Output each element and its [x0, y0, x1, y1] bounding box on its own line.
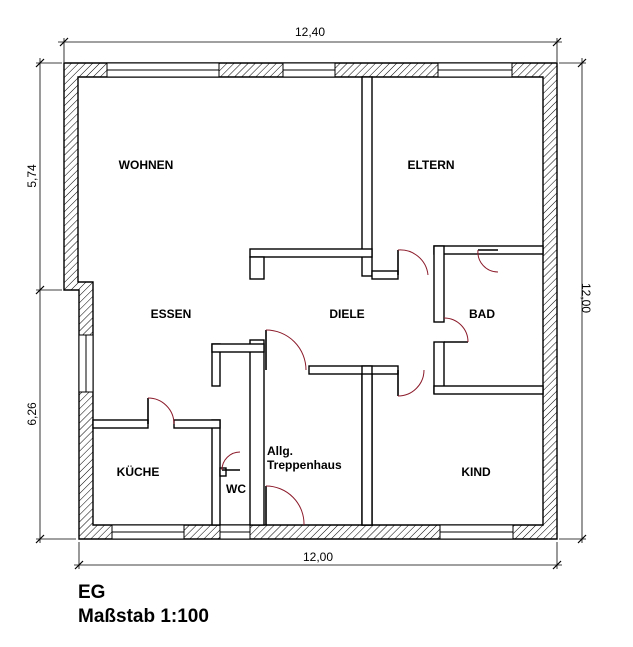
- wall-eltern-south-a: [371, 270, 399, 280]
- exterior-wall-inner-outline: [77, 76, 544, 526]
- door-bad-upper: [477, 249, 499, 273]
- dimension-top: 12,40: [58, 25, 562, 62]
- wall-bad-west-upper: [433, 245, 445, 323]
- window-wc: [219, 524, 251, 540]
- wall-wohnen-eltern: [361, 76, 373, 277]
- dimension-top-label: 12,40: [295, 25, 325, 39]
- room-label-treppenhaus-line2: Treppenhaus: [267, 458, 342, 472]
- door-bad: [443, 317, 469, 343]
- door-eltern: [397, 249, 429, 276]
- wall-kueche-north-a: [92, 419, 149, 429]
- room-label-treppenhaus-line1: Allg.: [267, 444, 293, 458]
- window-kueche: [111, 524, 185, 540]
- wall-kueche-north-b: [173, 419, 221, 429]
- wall-stub-diele: [249, 256, 265, 280]
- wall-wc-west: [211, 419, 221, 526]
- room-label-diele: DIELE: [329, 307, 364, 321]
- window-wohnen-small: [282, 62, 336, 78]
- exterior-wall-outline: [63, 62, 558, 540]
- door-kueche: [147, 397, 175, 425]
- door-wc: [221, 451, 241, 471]
- wall-wc-kitchen-bottom: [219, 467, 227, 477]
- window-eltern: [437, 62, 513, 78]
- dimension-right: 12,00: [559, 58, 593, 544]
- wall-treppenhaus-east: [361, 373, 373, 526]
- wall-treppenhaus-west: [249, 339, 265, 526]
- room-label-bad: BAD: [469, 307, 495, 321]
- room-label-eltern: ELTERN: [407, 158, 454, 172]
- door-treppenhaus-upper: [265, 329, 307, 371]
- dimension-right-label: 12,00: [579, 283, 593, 313]
- dimension-left: 5,74 6,26: [25, 58, 76, 544]
- window-wohnen: [106, 62, 220, 78]
- wall-wc-top: [211, 343, 265, 353]
- room-label-kueche: KÜCHE: [117, 464, 160, 479]
- door-treppenhaus-entrance: [265, 485, 305, 526]
- wall-bad-kind: [433, 385, 544, 395]
- dimension-left-upper-label: 5,74: [25, 164, 39, 188]
- window-essen: [78, 334, 94, 393]
- room-label-wohnen: WOHNEN: [119, 158, 174, 172]
- room-label-essen: ESSEN: [151, 307, 192, 321]
- door-kind: [397, 369, 425, 397]
- floor-level-caption: EG: [78, 582, 106, 603]
- dimension-bottom: 12,00: [74, 542, 562, 570]
- dimension-left-lower-label: 6,26: [25, 402, 39, 426]
- dimension-bottom-label: 12,00: [303, 550, 333, 564]
- window-kind: [439, 524, 514, 540]
- scale-caption: Maßstab 1:100: [78, 606, 209, 627]
- room-label-wc: WC: [226, 482, 246, 496]
- room-label-kind: KIND: [461, 465, 491, 479]
- wall-diele-kind: [308, 365, 399, 375]
- wall-wohnen-diele: [249, 248, 373, 258]
